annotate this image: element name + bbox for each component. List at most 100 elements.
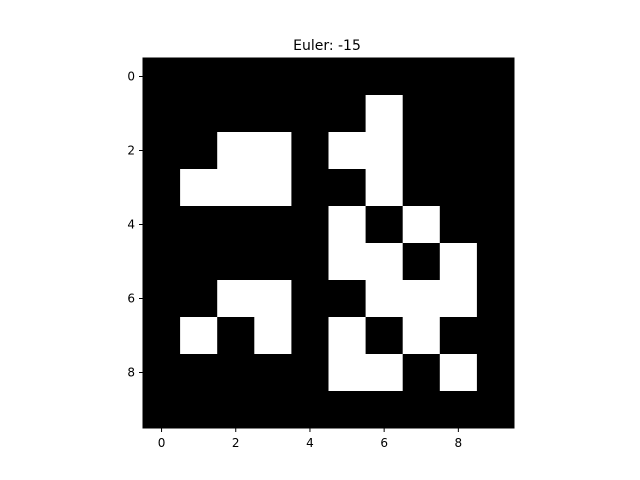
cell-r8-c9 [476, 354, 515, 392]
cell-r1-c5 [328, 95, 366, 133]
cell-r9-c5 [328, 391, 366, 429]
cell-r9-c2 [217, 391, 255, 429]
cell-r4-c2 [217, 206, 255, 244]
x-tick-label-0: 0 [158, 436, 166, 450]
cell-r4-c7 [402, 206, 441, 244]
cell-r3-c2 [217, 169, 255, 207]
cell-r4-c5 [328, 206, 366, 244]
cell-r8-c8 [439, 354, 478, 392]
cell-r4-c8 [439, 206, 478, 244]
cell-r8-c1 [180, 354, 218, 392]
cell-r2-c2 [217, 132, 255, 170]
cell-r0-c4 [291, 58, 329, 96]
cell-r6-c9 [476, 280, 515, 318]
cell-r0-c6 [365, 58, 404, 96]
cell-r4-c4 [291, 206, 329, 244]
cell-r9-c7 [402, 391, 441, 429]
cell-r1-c8 [439, 95, 478, 133]
cell-r3-c1 [180, 169, 218, 207]
cell-r2-c1 [180, 132, 218, 170]
y-tick-label-8: 8 [127, 366, 135, 380]
cell-r6-c1 [180, 280, 218, 318]
x-tick-label-6: 6 [380, 436, 388, 450]
cell-r2-c0 [143, 132, 181, 170]
y-tick-label-6: 6 [127, 292, 135, 306]
cell-r1-c6 [365, 95, 404, 133]
cell-r2-c6 [365, 132, 404, 170]
cell-r2-c3 [254, 132, 292, 170]
cell-r4-c9 [476, 206, 515, 244]
cell-r1-c3 [254, 95, 292, 133]
cell-r3-c5 [328, 169, 366, 207]
cell-r7-c7 [402, 317, 441, 355]
cell-r6-c8 [439, 280, 478, 318]
cell-r4-c1 [180, 206, 218, 244]
cell-r0-c1 [180, 58, 218, 96]
cell-r2-c5 [328, 132, 366, 170]
cell-r1-c7 [402, 95, 441, 133]
cell-r8-c2 [217, 354, 255, 392]
cell-r0-c3 [254, 58, 292, 96]
cell-r7-c2 [217, 317, 255, 355]
y-tick-label-2: 2 [127, 144, 135, 158]
cell-r7-c1 [180, 317, 218, 355]
cell-r9-c0 [143, 391, 181, 429]
cell-r5-c1 [180, 243, 218, 281]
cell-r6-c5 [328, 280, 366, 318]
axes-frame [142, 57, 515, 429]
cell-r5-c5 [328, 243, 366, 281]
cell-r5-c8 [439, 243, 478, 281]
cell-r3-c3 [254, 169, 292, 207]
cell-r0-c0 [143, 58, 181, 96]
cell-r5-c7 [402, 243, 441, 281]
cell-r6-c6 [365, 280, 404, 318]
y-axis: 0 2 4 6 8 [127, 70, 143, 380]
x-axis: 0 2 4 6 8 [158, 428, 462, 450]
cell-r6-c0 [143, 280, 181, 318]
cell-r4-c0 [143, 206, 181, 244]
cell-r3-c7 [402, 169, 441, 207]
cell-r7-c3 [254, 317, 292, 355]
cell-r7-c5 [328, 317, 366, 355]
cell-r3-c0 [143, 169, 181, 207]
cell-r7-c6 [365, 317, 404, 355]
cell-r2-c7 [402, 132, 441, 170]
y-tick-label-0: 0 [127, 70, 135, 84]
cell-r5-c0 [143, 243, 181, 281]
cell-r9-c8 [439, 391, 478, 429]
cell-r1-c2 [217, 95, 255, 133]
cell-r3-c6 [365, 169, 404, 207]
cell-r9-c1 [180, 391, 218, 429]
chart-title: Euler: -15 [293, 38, 361, 54]
cell-r8-c7 [402, 354, 441, 392]
cell-r2-c8 [439, 132, 478, 170]
cell-r1-c1 [180, 95, 218, 133]
cell-r5-c6 [365, 243, 404, 281]
cell-r1-c9 [476, 95, 515, 133]
cell-r8-c3 [254, 354, 292, 392]
cell-r3-c9 [476, 169, 515, 207]
cell-r7-c0 [143, 317, 181, 355]
cell-r4-c3 [254, 206, 292, 244]
cell-r6-c2 [217, 280, 255, 318]
cell-r8-c5 [328, 354, 366, 392]
cell-r2-c9 [476, 132, 515, 170]
cell-r6-c4 [291, 280, 329, 318]
x-tick-label-2: 2 [232, 436, 240, 450]
cell-r6-c3 [254, 280, 292, 318]
cell-r3-c4 [291, 169, 329, 207]
x-tick-label-8: 8 [455, 436, 463, 450]
cell-r7-c4 [291, 317, 329, 355]
cell-r0-c9 [476, 58, 515, 96]
image-cells [143, 58, 515, 429]
cell-r5-c3 [254, 243, 292, 281]
cell-r7-c8 [439, 317, 478, 355]
x-tick-label-4: 4 [306, 436, 314, 450]
cell-r8-c6 [365, 354, 404, 392]
cell-r6-c7 [402, 280, 441, 318]
cell-r8-c4 [291, 354, 329, 392]
y-tick-label-4: 4 [127, 218, 135, 232]
cell-r0-c2 [217, 58, 255, 96]
